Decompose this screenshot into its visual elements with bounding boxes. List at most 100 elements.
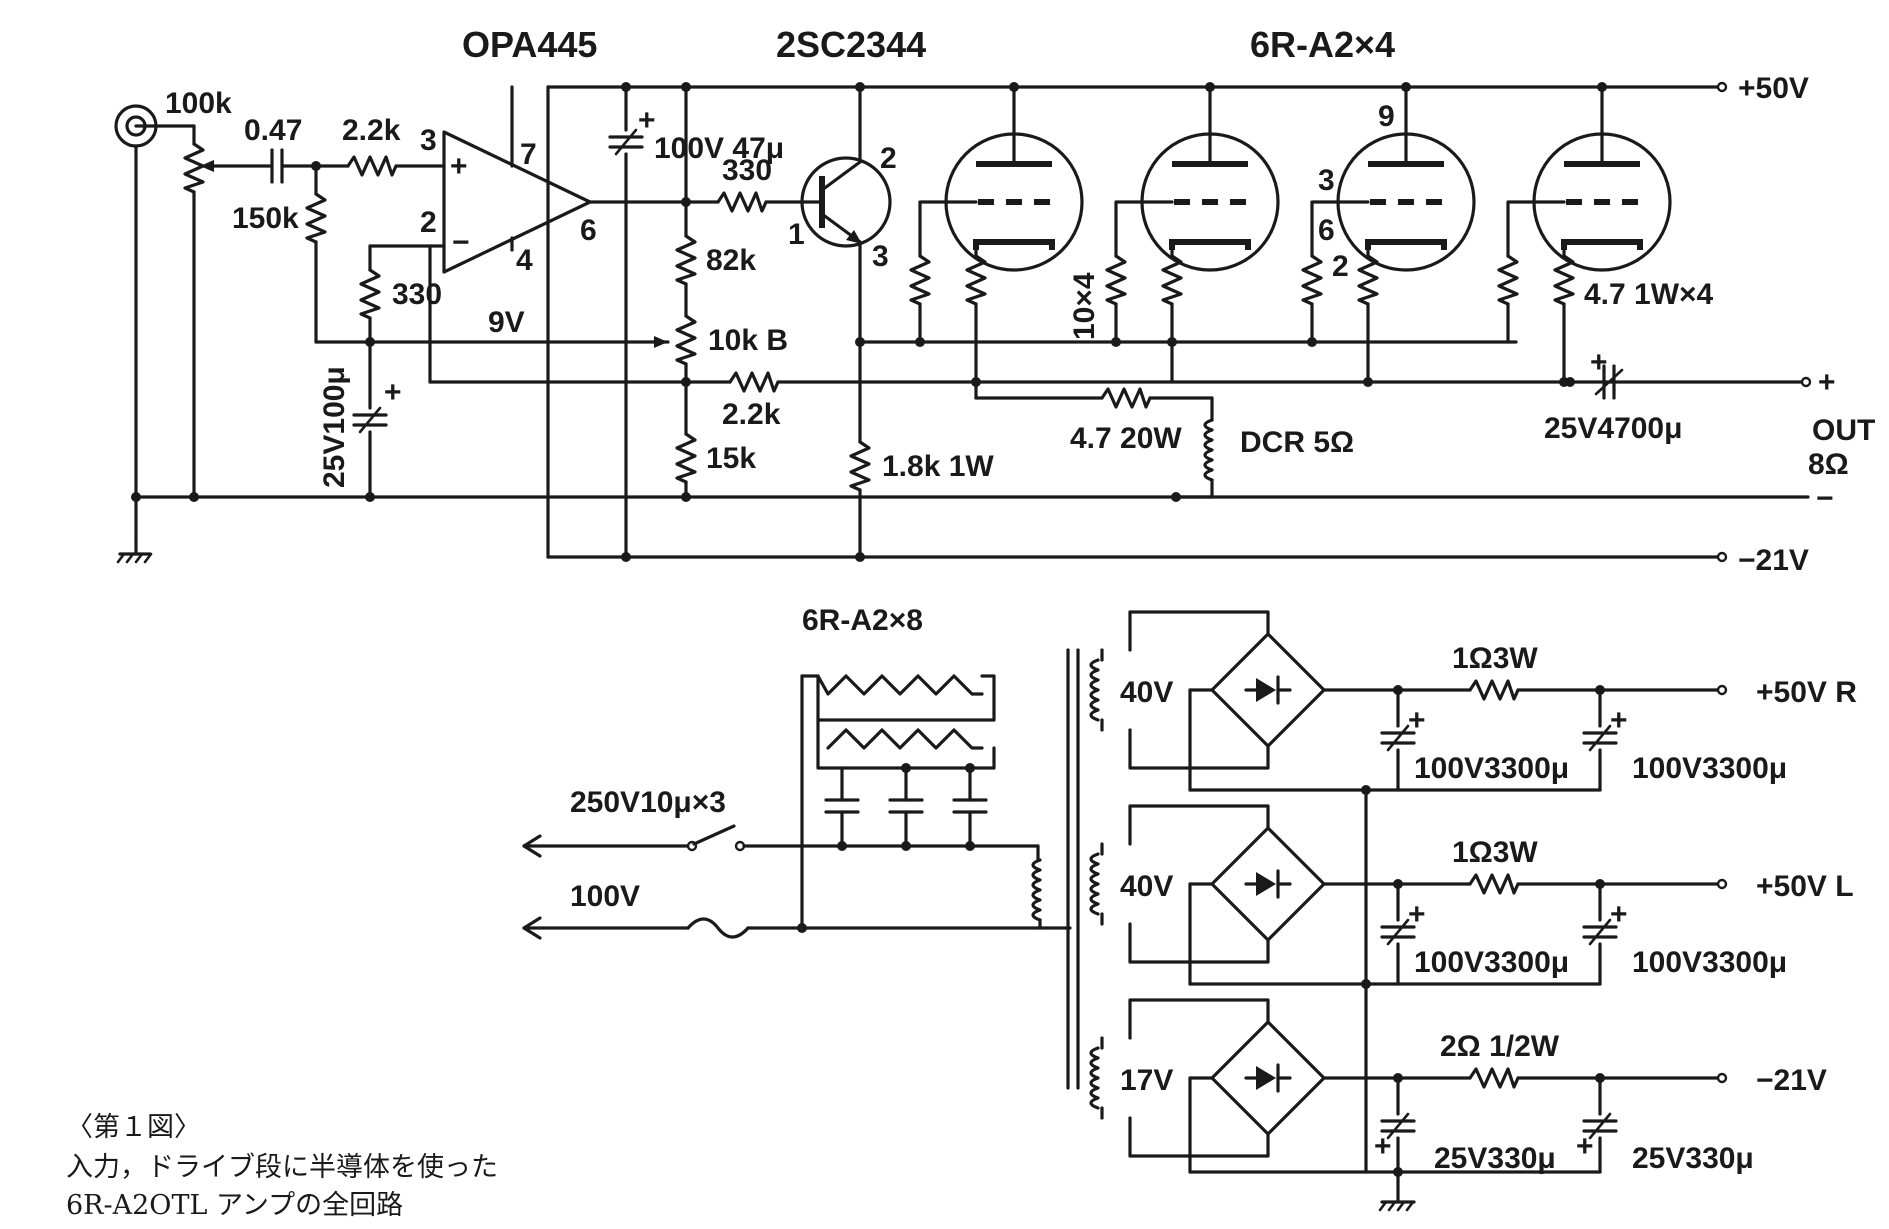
output-plus-terminal[interactable]	[1800, 376, 1812, 388]
output-impedance: 8Ω	[1808, 448, 1849, 481]
series-r-label: 2.2k	[342, 114, 401, 147]
c1a-label: 100V3300μ	[1414, 752, 1569, 785]
grid-resistor-label: 10×4	[1068, 272, 1101, 340]
output-cap-label: 25V4700μ	[1544, 412, 1682, 445]
opamp[interactable]	[442, 130, 592, 274]
coupling-cap-label: 0.47	[244, 114, 302, 147]
heater-caps[interactable]	[824, 798, 988, 814]
cathode-resistor-label: 4.7 1W×4	[1584, 278, 1714, 311]
sec2-label: 40V	[1120, 870, 1173, 903]
nfb-r-label: 2.2k	[722, 398, 781, 431]
r3-label: 2Ω 1/2W	[1440, 1030, 1560, 1063]
choke-r-label: 4.7 20W	[1070, 422, 1182, 455]
c1b-label: 100V3300μ	[1632, 752, 1787, 785]
heater-caps-label: 250V10μ×3	[570, 786, 726, 819]
rectifier-bridge-1[interactable]	[1210, 632, 1326, 748]
base-resistor[interactable]	[716, 191, 768, 213]
rail-positive-terminal[interactable]	[1716, 81, 1728, 93]
transistor-pin1: 1	[788, 218, 805, 251]
opamp-plus-sign: +	[450, 150, 468, 183]
emitter-r-label: 1.8k 1W	[882, 450, 994, 483]
r15k-label: 15k	[706, 442, 756, 475]
tube-pin3: 3	[1318, 164, 1335, 197]
output-plus-label: +	[1818, 366, 1836, 399]
output-minus-label: −	[1816, 482, 1834, 515]
fb-r-label: 330	[392, 278, 442, 311]
tubes-title: 6R-A2×4	[1250, 24, 1395, 65]
feedback-capacitor[interactable]	[352, 406, 388, 434]
filter-cap-1a-plus: +	[1408, 704, 1426, 737]
r1-label: 1Ω3W	[1452, 642, 1538, 675]
tube-pin2: 2	[1332, 250, 1349, 283]
output-capacitor[interactable]	[1594, 364, 1624, 400]
bias-resistor[interactable]	[305, 192, 327, 244]
divider-resistor-82k[interactable]	[675, 234, 697, 286]
caption-figure-number: 〈第１図〉	[66, 1112, 201, 1143]
filter-cap-2a-plus: +	[1408, 898, 1426, 931]
opamp-pin6: 6	[580, 214, 597, 247]
filter-cap-3a-plus: +	[1374, 1130, 1392, 1163]
rail-negative-terminal[interactable]	[1716, 551, 1728, 563]
mains-label: 100V	[570, 880, 640, 913]
filter-cap-2b-plus: +	[1610, 898, 1628, 931]
output-tube-4[interactable]	[1497, 85, 1670, 384]
fuse[interactable]	[686, 917, 750, 939]
heater-label: 6R-A2×8	[802, 604, 923, 637]
power-transformer[interactable]	[1031, 648, 1080, 1090]
opamp-pin2: 2	[420, 206, 437, 239]
input-series-resistor[interactable]	[346, 155, 398, 177]
sec1-label: 40V	[1120, 676, 1173, 709]
rectifier-bridge-2[interactable]	[1210, 826, 1326, 942]
output-tube-2[interactable]	[1105, 85, 1278, 384]
opamp-pin3: 3	[420, 124, 437, 157]
choke-series-resistor[interactable]	[1100, 387, 1152, 409]
secondary-winding-3	[1089, 1046, 1100, 1110]
opamp-title: OPA445	[462, 24, 597, 65]
opamp-pin7: 7	[520, 138, 537, 171]
feedback-resistor[interactable]	[359, 268, 381, 320]
transistor-pin2: 2	[880, 142, 897, 175]
decoupling-cap-plus: +	[638, 104, 656, 137]
r82k-label: 82k	[706, 244, 756, 277]
rail-negative-label: −21V	[1738, 544, 1809, 577]
sec3-label: 17V	[1120, 1064, 1173, 1097]
decoupling-cap-label: 100V 47μ	[654, 132, 784, 165]
output-tube-3[interactable]	[1301, 85, 1474, 384]
power-switch[interactable]	[692, 824, 736, 846]
filter-cap-3b-plus: +	[1576, 1130, 1594, 1163]
pot-label: 10k B	[708, 324, 788, 357]
bias-potentiometer[interactable]	[675, 314, 697, 366]
c3b-label: 25V330μ	[1632, 1142, 1754, 1175]
filter-resistor-1[interactable]	[1468, 679, 1520, 701]
c3a-label: 25V330μ	[1434, 1142, 1556, 1175]
tube-pin6: 6	[1318, 214, 1335, 247]
volume-resistor[interactable]	[183, 142, 205, 194]
caption-line-2: 入力，ドライブ段に半導体を使った	[66, 1152, 498, 1183]
rectifier-bridge-3[interactable]	[1210, 1020, 1326, 1136]
choke-label: DCR 5Ω	[1240, 426, 1354, 459]
caption-line-3: 6R-A2OTL アンプの全回路	[66, 1190, 403, 1221]
divider-resistor-15k[interactable]	[675, 432, 697, 484]
filter-resistor-3[interactable]	[1468, 1067, 1520, 1089]
secondary-winding-2	[1089, 852, 1100, 916]
r2-label: 1Ω3W	[1452, 836, 1538, 869]
filter-resistor-2[interactable]	[1468, 873, 1520, 895]
output-tube-1[interactable]	[909, 85, 1082, 384]
nfb-resistor[interactable]	[728, 371, 780, 393]
out3-label: −21V	[1756, 1064, 1827, 1097]
filter-cap-1b-plus: +	[1610, 704, 1628, 737]
opamp-minus-sign: −	[452, 226, 470, 259]
transistor-title: 2SC2344	[776, 24, 926, 65]
output-cap-plus: +	[1590, 346, 1608, 379]
output-label: OUT	[1812, 414, 1875, 447]
choke-coil[interactable]	[1203, 418, 1214, 482]
out1-label: +50V R	[1756, 676, 1857, 709]
secondary-winding-1	[1089, 658, 1100, 722]
fb-cap-label: 25V100μ	[318, 366, 351, 488]
volume-label: 100k	[165, 87, 232, 120]
opamp-pin4: 4	[516, 244, 533, 277]
rail-positive-label: +50V	[1738, 72, 1809, 105]
emitter-resistor[interactable]	[849, 440, 871, 492]
ground-symbol	[116, 536, 153, 564]
